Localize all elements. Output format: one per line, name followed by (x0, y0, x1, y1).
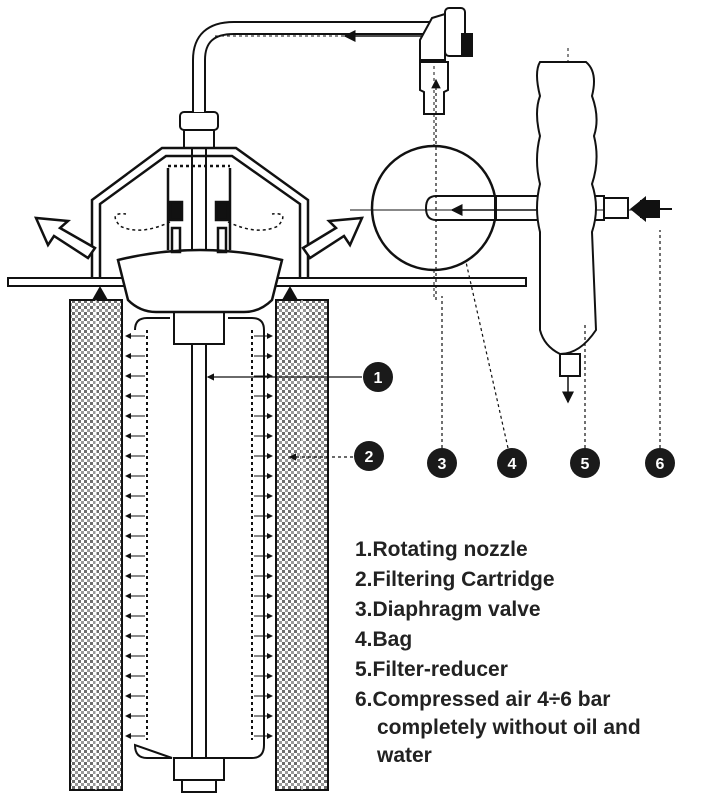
legend-item-6-line-2: completely without oil and (377, 716, 641, 739)
badge-1: 1 (363, 362, 393, 392)
filter-reducer (536, 61, 629, 377)
legend: 1.Rotating nozzle 2.Filtering Cartridge … (355, 538, 641, 767)
support-triangle (92, 286, 108, 300)
badge-2: 2 (354, 441, 384, 471)
badge-4: 4 (497, 448, 527, 478)
badge-3: 3 (427, 448, 457, 478)
legend-item-1: 1.Rotating nozzle (355, 538, 528, 561)
air-swirl-flow (114, 213, 284, 231)
legend-item-6-line-3: water (376, 744, 432, 767)
leader-lines (206, 230, 661, 461)
legend-item-2: 2.Filtering Cartridge (355, 568, 555, 591)
badge-1-label: 1 (374, 370, 383, 387)
badge-3-label: 3 (438, 456, 447, 473)
legend-item-5: 5.Filter-reducer (355, 658, 508, 681)
legend-item-6: 6.Compressed air 4÷6 bar (355, 688, 610, 711)
exhaust-arrow-right (301, 216, 365, 260)
badge-4-label: 4 (508, 456, 517, 473)
air-pipe (192, 21, 430, 112)
badge-6: 6 (645, 448, 675, 478)
legend-item-4: 4.Bag (355, 628, 412, 651)
badge-5-label: 5 (581, 456, 590, 473)
exhaust-arrow-left (33, 216, 97, 260)
legend-item-3: 3.Diaphragm valve (355, 598, 541, 621)
cartridge-cage (121, 300, 277, 790)
support-triangle (282, 286, 298, 300)
badge-2-label: 2 (365, 449, 374, 466)
air-bag (370, 144, 498, 272)
nozzle-hood (90, 146, 310, 314)
badge-5: 5 (570, 448, 600, 478)
badge-6-label: 6 (656, 456, 665, 473)
cartridge-flow-arrows (125, 333, 273, 739)
